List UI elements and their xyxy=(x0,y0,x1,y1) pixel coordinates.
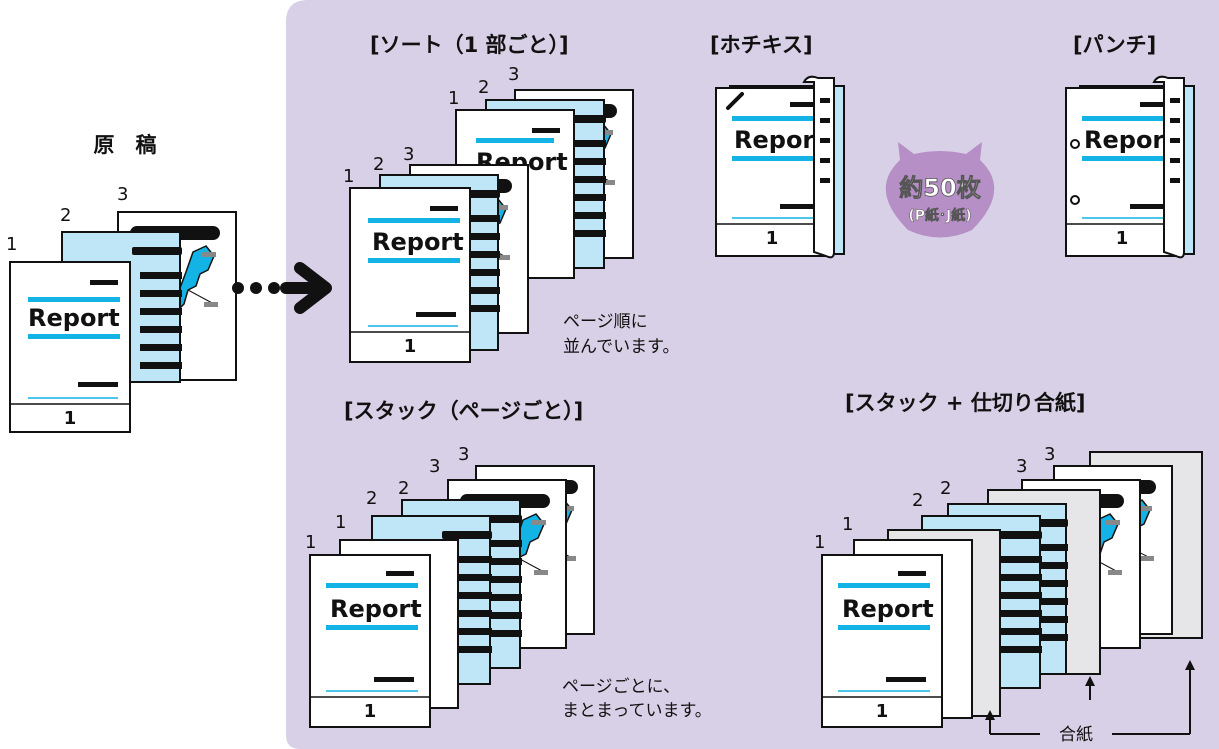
page-number: 2 xyxy=(398,478,409,499)
report-title: Repor xyxy=(1084,126,1164,154)
note-line: まとまっています。 xyxy=(562,701,712,721)
sort-set-front: 3 2 1 Report 1 xyxy=(343,144,529,363)
page-number: 1 xyxy=(64,408,77,429)
stack-separator-illustration: 3 3 2 2 1 1 Report 1 xyxy=(814,444,1203,728)
capacity-badge: 約50枚 (P紙･J紙) xyxy=(885,142,995,238)
page-number: 3 xyxy=(429,456,440,477)
punch-illustration: Repor 1 xyxy=(1065,75,1195,259)
page-number: 1 xyxy=(404,336,417,357)
sort-page-1: Report 1 xyxy=(349,187,471,363)
page-number: 1 xyxy=(335,512,346,533)
page-number: 2 xyxy=(940,478,951,499)
sort-title: [ソート（1 部ごと）] xyxy=(370,33,569,57)
original-stack: 3 2 1 Report 1 xyxy=(6,184,237,433)
separator-label: 合紙 xyxy=(1059,725,1093,745)
badge-sub: (P紙･J紙) xyxy=(908,207,971,224)
report-title: Report xyxy=(842,595,934,623)
page-number: 1 xyxy=(448,88,459,109)
page-number: 1 xyxy=(876,701,889,722)
original-page-number-1: 1 xyxy=(6,234,17,255)
original-title: 原 稿 xyxy=(94,133,157,157)
page-number: 3 xyxy=(403,144,414,165)
page-number: 3 xyxy=(1044,444,1055,465)
page-number: 2 xyxy=(912,490,923,511)
stack-page-1: Report 1 xyxy=(309,554,431,728)
page-number: 1 xyxy=(814,532,825,553)
page-number: 2 xyxy=(366,488,377,509)
report-title: Report xyxy=(28,304,120,332)
note-line: ページ順に xyxy=(563,312,648,332)
page-number: 1 xyxy=(305,532,316,553)
staple-illustration: Repor 1 xyxy=(715,75,845,259)
flow-arrow xyxy=(232,262,332,314)
stack-note: ページごとに、 まとまっています。 xyxy=(562,677,712,721)
staple-title: [ホチキス] xyxy=(710,33,813,57)
original-page-1: Report 1 xyxy=(9,261,131,433)
page-number: 1 xyxy=(343,166,354,187)
report-title: Repor xyxy=(734,126,814,154)
page-number: 1 xyxy=(364,701,377,722)
page-number: 1 xyxy=(842,514,853,535)
page-number: 2 xyxy=(478,77,489,98)
page-number: 3 xyxy=(458,444,469,465)
stack-title: [スタック（ページごと）] xyxy=(344,399,583,423)
report-title: Report xyxy=(372,228,464,256)
note-line: ページごとに、 xyxy=(562,677,680,697)
report-title: Report xyxy=(330,595,422,623)
punch-title: [パンチ] xyxy=(1073,33,1156,57)
stack-separator-page-1: Report 1 xyxy=(821,554,943,728)
page-number: 1 xyxy=(1116,228,1129,249)
page-number: 3 xyxy=(1016,456,1027,477)
original-page-number-2: 2 xyxy=(60,205,71,226)
badge-main: 約50枚 xyxy=(899,174,980,202)
page-number: 1 xyxy=(766,228,779,249)
separator-arrows: 合紙 xyxy=(985,660,1195,745)
stack-illustration: 3 3 2 2 1 1 Report 1 xyxy=(305,444,595,728)
stack-separator-title: [スタック + 仕切り合紙] xyxy=(845,391,1085,415)
sort-note: ページ順に 並んでいます。 xyxy=(563,312,679,357)
note-line: 並んでいます。 xyxy=(563,337,679,357)
page-number: 3 xyxy=(508,64,519,85)
original-page-number-3: 3 xyxy=(117,184,128,205)
page-number: 2 xyxy=(373,154,384,175)
